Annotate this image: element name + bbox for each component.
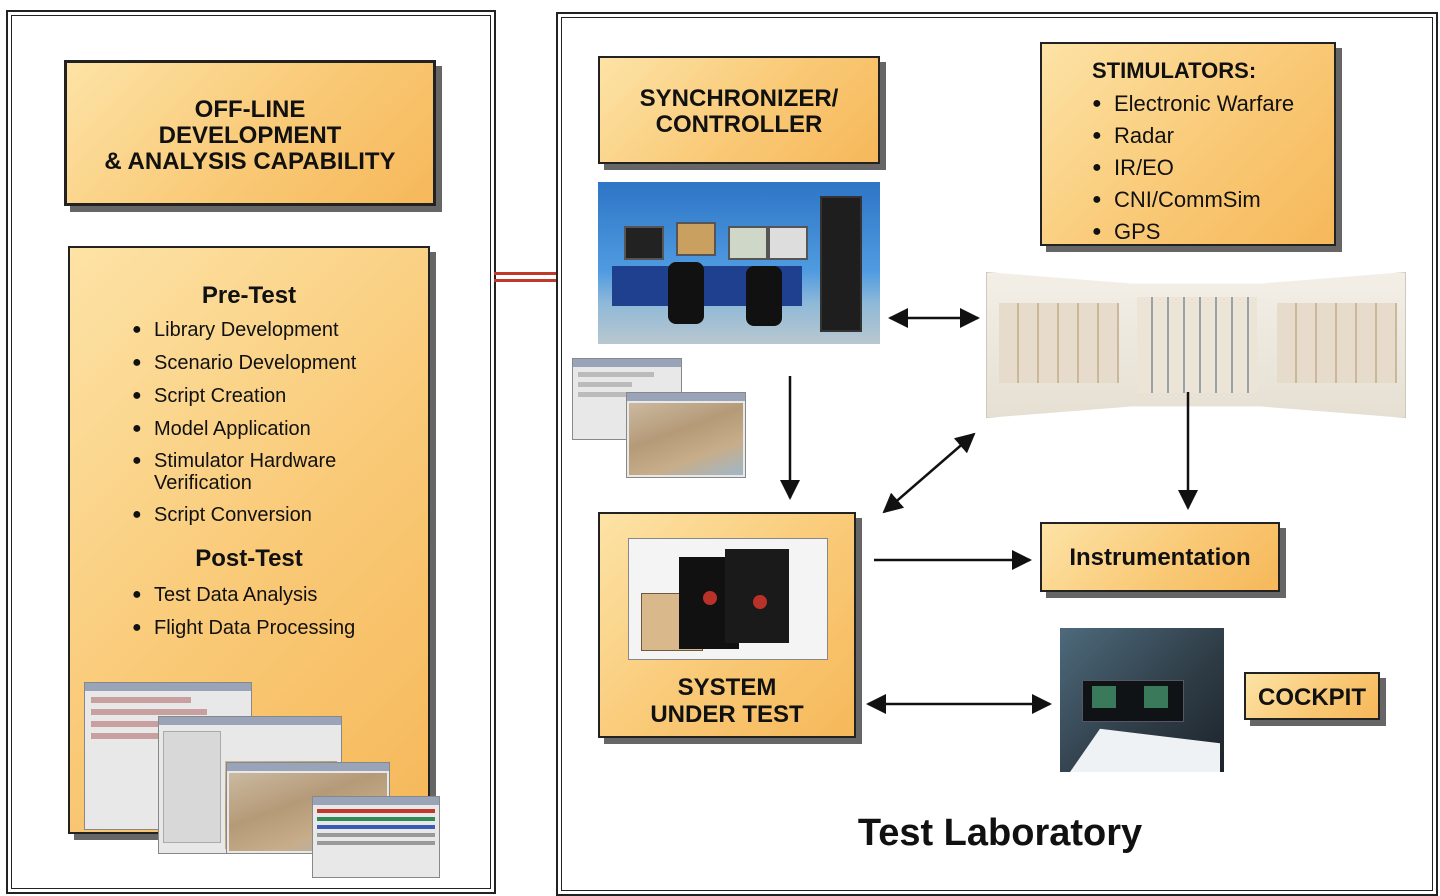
stimulator-item: Electronic Warfare (1092, 88, 1334, 120)
offline-header-line3: & ANALYSIS CAPABILITY (104, 148, 396, 175)
pre-test-item: Script Conversion (132, 503, 428, 527)
system-under-test-line1: SYSTEM (677, 674, 777, 701)
instrumentation-label: Instrumentation (1069, 544, 1251, 571)
cockpit-label: COCKPIT (1258, 684, 1366, 711)
pre-test-item: Scenario Development (132, 351, 428, 375)
pre-test-item: Model Application (132, 417, 428, 441)
panel-connector (494, 272, 556, 282)
stimulator-item: Radar (1092, 120, 1334, 152)
system-hardware-photo (628, 538, 828, 660)
control-room-photo (598, 182, 880, 344)
system-under-test-box: SYSTEM UNDER TEST (598, 512, 856, 738)
test-laboratory-title: Test Laboratory (857, 812, 1143, 854)
pre-test-item: Library Development (132, 318, 428, 342)
offline-header-box: OFF-LINE DEVELOPMENT & ANALYSIS CAPABILI… (64, 60, 436, 206)
synchronizer-controller-box: SYNCHRONIZER/ CONTROLLER (598, 56, 880, 164)
instrumentation-box: Instrumentation (1040, 522, 1280, 592)
cockpit-box: COCKPIT (1244, 672, 1380, 720)
system-under-test-line2: UNDER TEST (650, 701, 804, 728)
stimulator-item: IR/EO (1092, 152, 1334, 184)
stimulators-box: STIMULATORS: Electronic Warfare Radar IR… (1040, 42, 1336, 248)
offline-panel-frame (6, 10, 496, 894)
arrow-stimulators-sut (882, 432, 976, 514)
offline-header-line1: OFF-LINE (194, 96, 306, 123)
pre-test-title: Pre-Test (201, 282, 297, 309)
controller-screenshot-2 (626, 392, 746, 478)
post-test-item: Test Data Analysis (132, 583, 428, 607)
stimulator-item: CNI/CommSim (1092, 184, 1334, 216)
post-test-item: Flight Data Processing (132, 616, 428, 640)
pre-test-item: Stimulator Hardware Verification (132, 450, 364, 494)
analysis-screenshot-4 (312, 796, 440, 878)
synchronizer-line1: SYNCHRONIZER/ (639, 85, 839, 112)
synchronizer-line2: CONTROLLER (655, 111, 823, 138)
cockpit-photo (1060, 628, 1224, 772)
test-lab-panel-frame (556, 12, 1438, 896)
pre-test-item: Script Creation (132, 384, 428, 408)
stimulator-item: GPS (1092, 216, 1334, 248)
post-test-title: Post-Test (195, 545, 303, 572)
stimulators-title: STIMULATORS: (1092, 58, 1257, 83)
offline-header-line2: DEVELOPMENT (158, 122, 342, 149)
stimulator-racks-photo (986, 272, 1406, 418)
